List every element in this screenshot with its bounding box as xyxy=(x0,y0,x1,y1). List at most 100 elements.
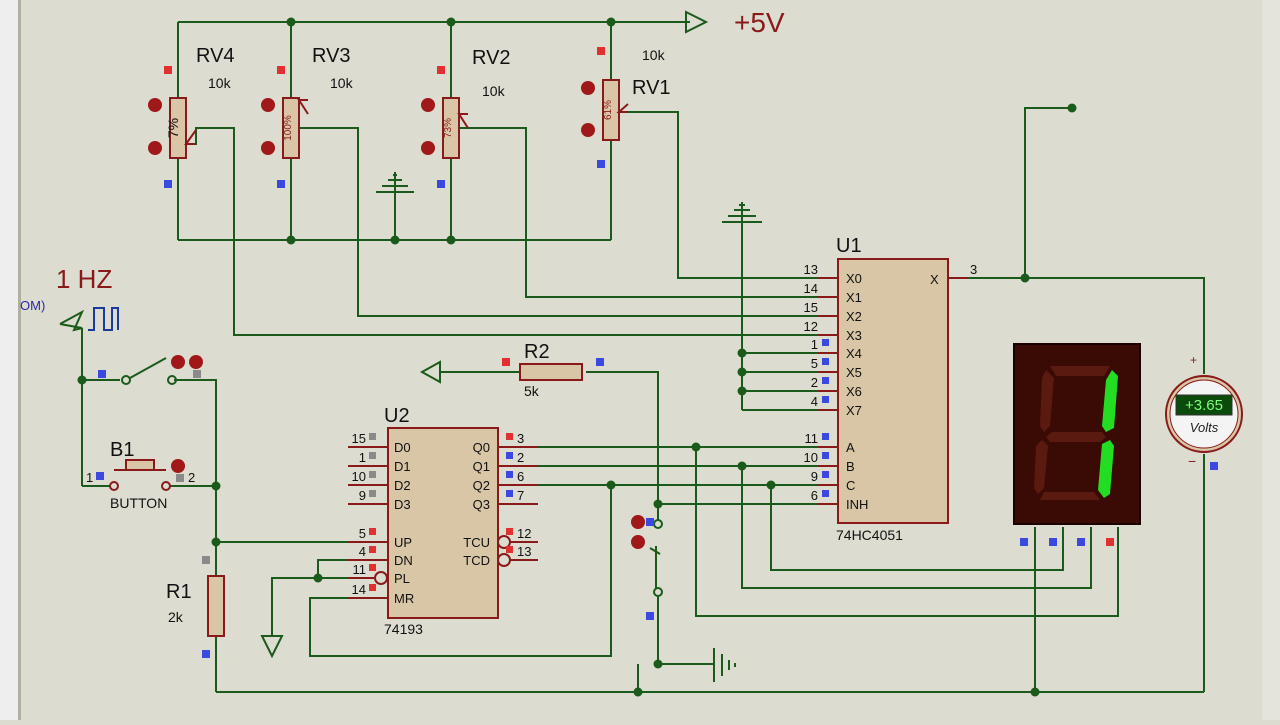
logic-probe-marker xyxy=(822,490,829,497)
output-arrow-icon xyxy=(419,360,441,384)
u1-pin-name: C xyxy=(846,478,855,493)
logic-probe-marker xyxy=(369,433,376,440)
wiper-arrow-icon xyxy=(457,113,469,129)
ground-symbol-counter xyxy=(260,635,284,659)
logic-probe-marker xyxy=(369,584,376,591)
u2-body xyxy=(387,427,499,619)
wiper-arrow-icon xyxy=(184,129,197,145)
pot-rv2[interactable]: 73% RV2 10k xyxy=(442,47,511,159)
b1-pin1: 1 xyxy=(86,470,93,485)
u2-pin-num: 6 xyxy=(517,469,524,484)
logic-probe-marker xyxy=(369,546,376,553)
u2-counter[interactable]: U2 74193 15D01D110D29D35UP4DN11PL14MR3Q0… xyxy=(348,405,538,637)
u2-pin-name: Q2 xyxy=(473,478,490,493)
u2-pin-name: UP xyxy=(394,535,412,550)
power-label: +5V xyxy=(734,7,785,38)
logic-probe-marker xyxy=(369,452,376,459)
u2-pin-num: 12 xyxy=(517,526,531,541)
pot-value: 10k xyxy=(482,83,506,99)
segment-d xyxy=(1040,492,1100,500)
u1-pin-name: X7 xyxy=(846,403,862,418)
logic-probe-marker xyxy=(506,546,513,553)
u2-pin-name: Q1 xyxy=(473,459,490,474)
ground-symbol-mux xyxy=(722,202,762,223)
u2-pins: 15D01D110D29D35UP4DN11PL14MR3Q02Q16Q27Q3… xyxy=(348,431,538,606)
u2-pin-num: 2 xyxy=(517,450,524,465)
u2-pin-num: 14 xyxy=(352,582,366,597)
clock-tip-icon xyxy=(59,309,85,332)
u1-pin-num: 6 xyxy=(811,488,818,503)
logic-probe-marker xyxy=(506,471,513,478)
u1-pin-name: B xyxy=(846,459,855,474)
pot-percent: 7% xyxy=(165,118,181,138)
segment-b xyxy=(1102,370,1118,432)
u2-pin-name: D1 xyxy=(394,459,411,474)
u1-pin-num: 13 xyxy=(804,262,818,277)
u2-pin-name: TCD xyxy=(463,553,490,568)
segment-e xyxy=(1034,440,1048,494)
pot-value: 10k xyxy=(642,47,666,63)
u1-pin-num: 1 xyxy=(811,337,818,352)
pot-ref: RV1 xyxy=(632,77,671,99)
u1-pin-name: X3 xyxy=(846,328,862,343)
pot-rv4[interactable]: 7% RV4 10k xyxy=(165,45,235,159)
pot-value: 10k xyxy=(208,75,232,91)
u1-pin-num: 11 xyxy=(805,431,819,446)
pot-rv1[interactable]: 61% RV1 10k xyxy=(602,47,671,141)
u2-pin-name: DN xyxy=(394,553,413,568)
voltmeter[interactable]: +3.65 Volts + − xyxy=(1165,353,1243,470)
b1-ref: B1 xyxy=(110,439,134,461)
inverter-bubble xyxy=(497,535,511,549)
u1-multiplexer[interactable]: U1 74HC4051 13X014X115X212X31X45X52X64X7… xyxy=(804,235,978,543)
pot-value: 10k xyxy=(330,75,354,91)
u2-pin-num: 11 xyxy=(353,562,367,577)
resistor-r1[interactable]: R1 2k xyxy=(166,556,225,658)
segment-g xyxy=(1046,432,1106,442)
pot-percent: 73% xyxy=(443,118,454,138)
logic-probe-marker xyxy=(822,396,829,403)
logic-probe-marker xyxy=(369,490,376,497)
pot-ref: RV3 xyxy=(312,45,351,67)
switch-inh[interactable] xyxy=(631,515,663,620)
u2-pin-name: D0 xyxy=(394,440,411,455)
u2-pin-num: 5 xyxy=(359,526,366,541)
clock-source-1hz[interactable]: 1 HZ OM) xyxy=(20,264,119,332)
logic-probe-marker xyxy=(822,452,829,459)
u2-pin-num: 3 xyxy=(517,431,524,446)
voltmeter-unit: Volts xyxy=(1190,420,1219,435)
power-terminal-5v[interactable]: +5V xyxy=(685,7,785,38)
logic-probe-marker xyxy=(369,471,376,478)
segment-c xyxy=(1098,440,1114,498)
logic-probe-marker xyxy=(506,452,513,459)
pot-rv3[interactable]: 100% RV3 10k xyxy=(282,45,354,159)
button-b1[interactable]: B1 BUTTON 1 2 xyxy=(86,439,195,511)
u2-pin-name: TCU xyxy=(463,535,490,550)
u1-body xyxy=(837,258,949,524)
wiper-arrow-icon xyxy=(616,103,629,113)
logic-probe-marker xyxy=(822,358,829,365)
inverter-bubble xyxy=(497,553,511,567)
pot-percent: 61% xyxy=(603,100,614,120)
clock-partial-label: OM) xyxy=(20,298,45,313)
inverter-bubble xyxy=(374,571,388,585)
u1-pin-name: X2 xyxy=(846,309,862,324)
switch-clock[interactable] xyxy=(98,355,203,385)
clock-label: 1 HZ xyxy=(56,264,112,294)
u2-pin-name: MR xyxy=(394,591,414,606)
u1-pin-num: 4 xyxy=(811,394,818,409)
u2-pin-num: 1 xyxy=(359,450,366,465)
u2-pin-num: 7 xyxy=(517,488,524,503)
r1-value: 2k xyxy=(168,609,184,625)
u1-pin-name: X xyxy=(930,272,939,287)
u1-pin-name: X0 xyxy=(846,271,862,286)
pot-ref: RV2 xyxy=(472,47,511,69)
u1-pin-num: 9 xyxy=(811,469,818,484)
u2-pin-num: 10 xyxy=(352,469,366,484)
u1-pin-num: 2 xyxy=(811,375,818,390)
logic-probe-marker xyxy=(369,528,376,535)
r2-ref: R2 xyxy=(524,341,550,363)
u1-pin-name: X4 xyxy=(846,346,862,361)
resistor-r2[interactable]: R2 5k xyxy=(419,341,604,399)
